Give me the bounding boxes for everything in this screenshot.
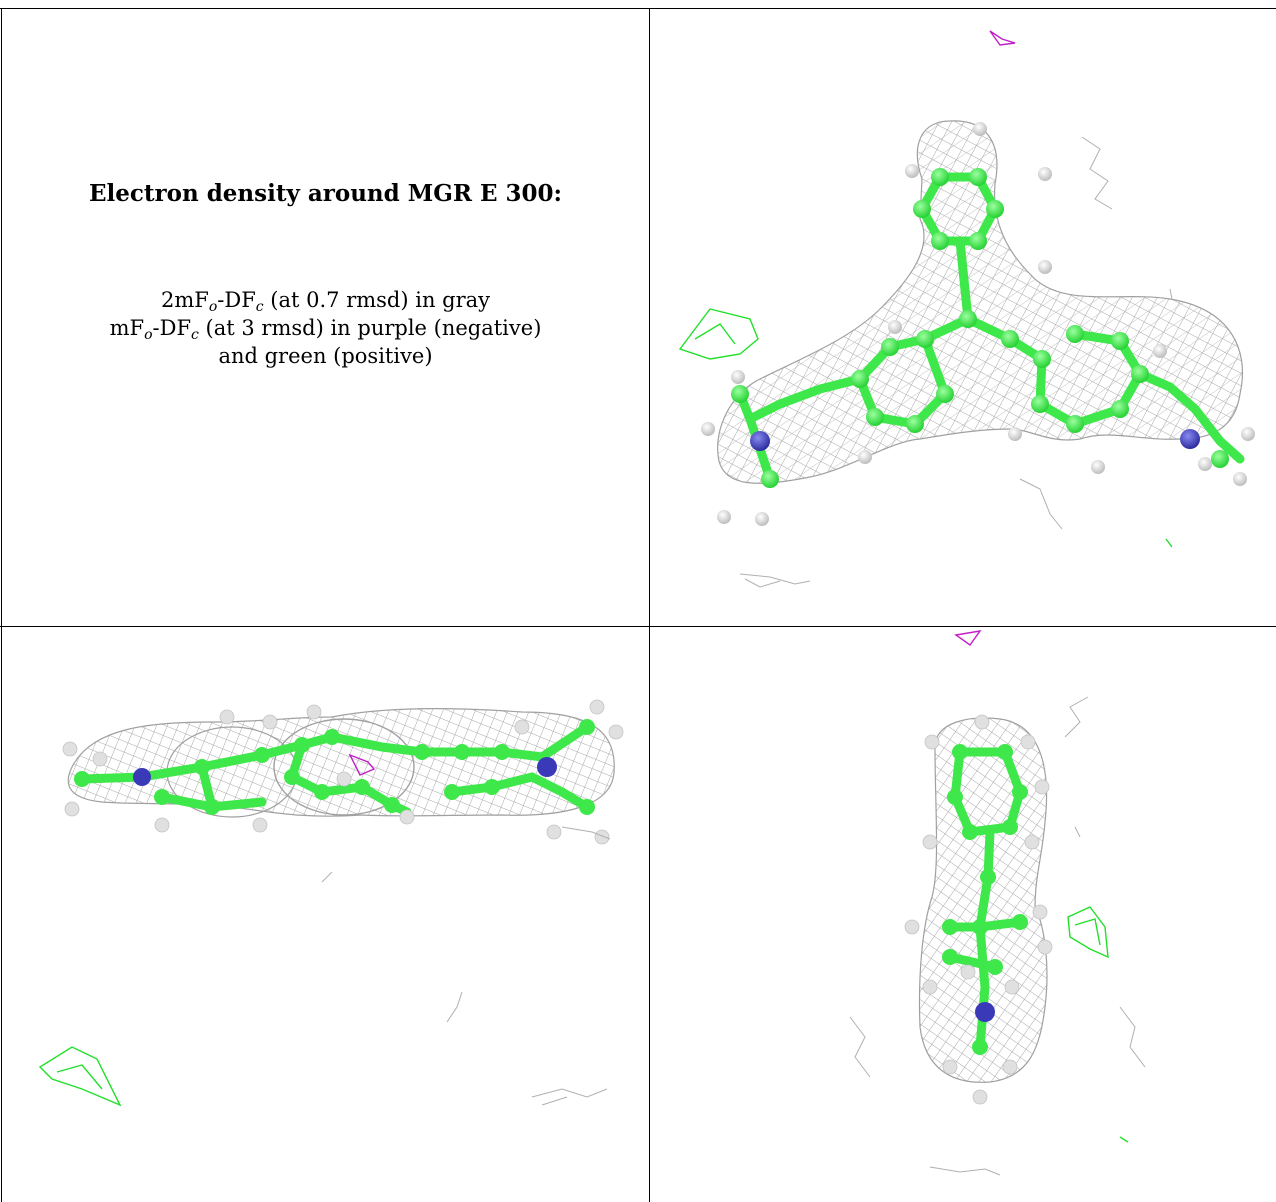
density-view-top-image — [678, 30, 1255, 588]
frame-top — [0, 8, 1276, 9]
nitrogen-atoms — [975, 1002, 995, 1022]
positive-density-speck — [1119, 1136, 1129, 1143]
caption-line-positive: and green (positive) — [218, 344, 433, 368]
frame-middle-vertical — [649, 8, 650, 1202]
carbon-atoms — [731, 168, 1229, 488]
positive-density-blob — [1067, 906, 1109, 959]
positive-density-blob — [678, 308, 759, 360]
hydrogen-atoms — [701, 122, 1255, 526]
density-view-side — [2, 627, 649, 1202]
positive-density-speck — [1165, 538, 1173, 548]
negative-density-blob — [954, 630, 982, 646]
noise-mesh — [321, 826, 611, 1106]
carbon-atoms — [942, 744, 1028, 1055]
caption-title: Electron density around MGR E 300: — [89, 180, 562, 207]
noise-mesh — [739, 136, 1173, 588]
negative-density-blob — [989, 30, 1016, 46]
density-view-side-image — [38, 699, 624, 1107]
density-view-end-on — [650, 627, 1276, 1202]
caption-line-mfo-dfc: mFo-DFc (at 3 rmsd) in purple (negative) — [109, 316, 542, 343]
hydrogen-atoms — [904, 714, 1053, 1105]
noise-mesh — [849, 696, 1146, 1176]
caption-line-2mfo-dfc: 2mFo-DFc (at 0.7 rmsd) in gray — [160, 288, 491, 315]
frame-middle-horizontal — [0, 626, 1276, 627]
positive-density-blob — [38, 1046, 122, 1107]
negative-density-blob — [348, 753, 376, 776]
gray-density-mesh — [67, 708, 615, 818]
caption-panel: Electron density around MGR E 300: 2mFo-… — [2, 9, 649, 626]
density-view-top — [650, 9, 1276, 626]
density-view-end-on-image — [849, 630, 1146, 1176]
caption-description: 2mFo-DFc (at 0.7 rmsd) in gray mFo-DFc (… — [2, 286, 649, 370]
nitrogen-atoms — [133, 757, 557, 786]
hydrogen-atoms — [62, 699, 624, 845]
gray-density-mesh — [717, 120, 1244, 484]
frame-left — [1, 8, 2, 1202]
carbon-atoms — [74, 719, 595, 815]
nitrogen-atoms — [750, 429, 1200, 451]
